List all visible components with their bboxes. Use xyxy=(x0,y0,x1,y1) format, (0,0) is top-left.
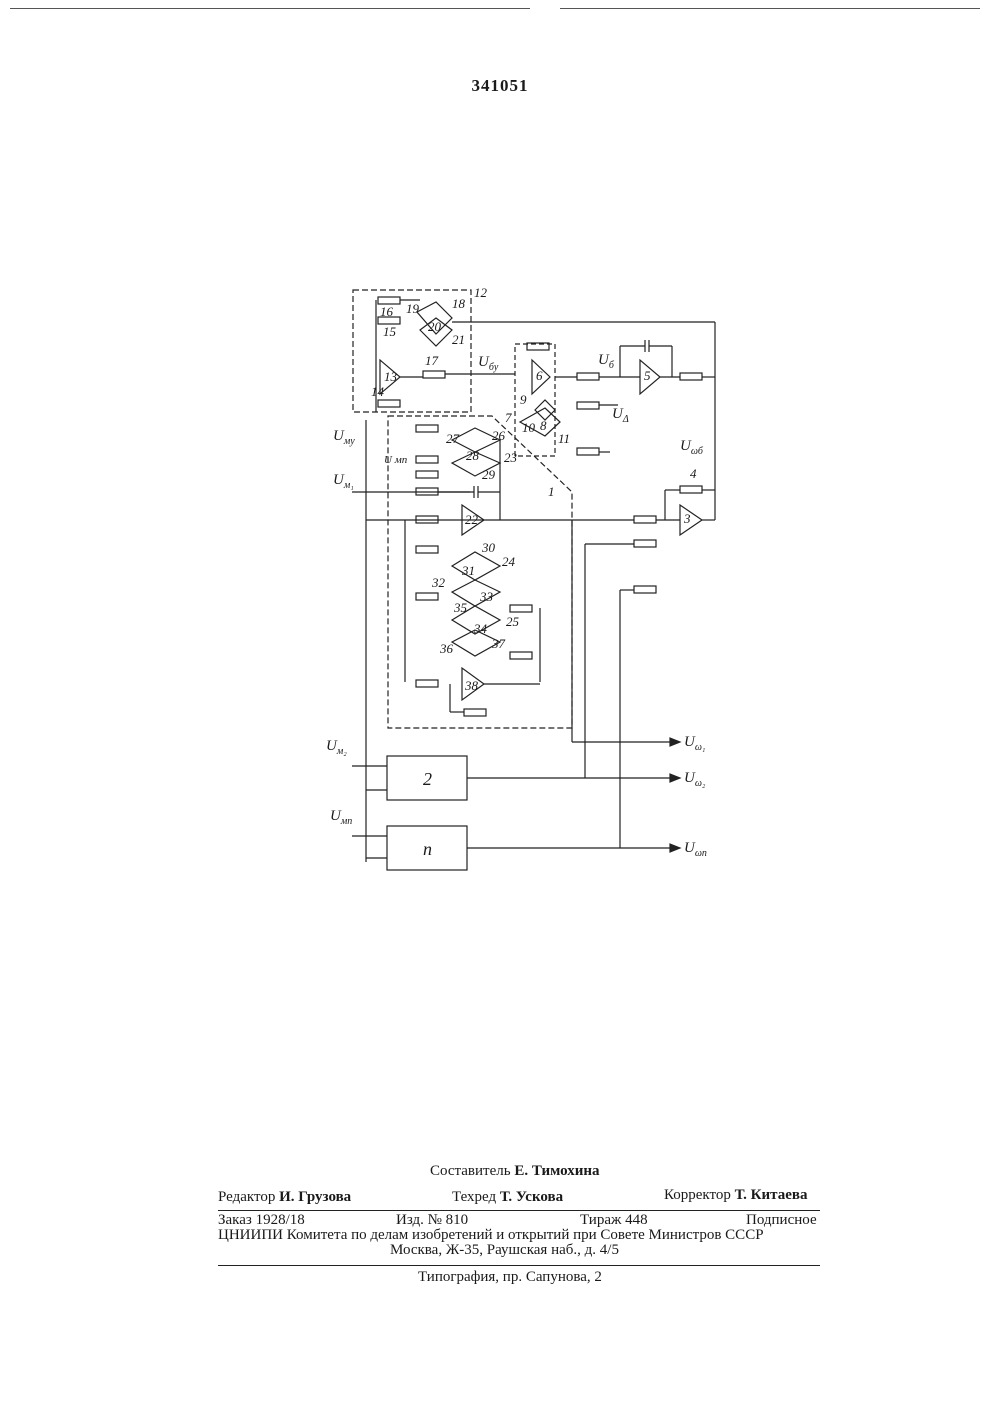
label-33: 33 xyxy=(479,589,494,604)
label-8: 8 xyxy=(540,418,547,433)
signal-u-w1: Uω₁ xyxy=(684,734,705,753)
signal-u-delta: UΔ xyxy=(612,406,629,425)
footer-rule-bottom xyxy=(218,1265,820,1266)
label-26: 26 xyxy=(492,428,506,443)
label-31: 31 xyxy=(461,563,475,578)
label-9: 9 xyxy=(520,392,527,407)
label-13: 13 xyxy=(384,369,398,384)
label-22: 22 xyxy=(465,512,479,527)
signal-u-my: Uмy xyxy=(333,428,355,447)
signal-u-by: Uбy xyxy=(478,354,499,373)
signal-u-wb: Uωб xyxy=(680,438,704,457)
compiler-line: Составитель Е. Тимохина xyxy=(430,1163,600,1180)
label-15: 15 xyxy=(383,324,397,339)
label-36: 36 xyxy=(439,641,454,656)
label-16: 16 xyxy=(380,304,394,319)
label-19: 19 xyxy=(406,301,420,316)
techred-name: Т. Ускова xyxy=(500,1189,563,1205)
signal-u-w2: Uω₂ xyxy=(684,770,706,789)
label-21: 21 xyxy=(452,332,465,347)
compiler-name: Е. Тимохина xyxy=(514,1163,599,1179)
signal-u-m1: Uм₁ xyxy=(333,472,354,491)
label-1: 1 xyxy=(548,484,555,499)
label-10: 10 xyxy=(522,420,536,435)
editor-label: Редактор xyxy=(218,1189,275,1205)
label-12: 12 xyxy=(474,285,488,300)
label-27: 27 xyxy=(446,431,460,446)
label-25: 25 xyxy=(506,614,520,629)
label-30: 30 xyxy=(481,540,496,555)
signal-u-b: Uб xyxy=(598,352,615,371)
label-17: 17 xyxy=(425,353,439,368)
signal-u-m-internal: U мп xyxy=(384,454,408,466)
label-24: 24 xyxy=(502,554,516,569)
signal-u-m2: Uм₂ xyxy=(326,738,347,757)
label-29: 29 xyxy=(482,467,496,482)
label-n: n xyxy=(423,839,432,859)
label-7: 7 xyxy=(505,410,512,425)
label-37: 37 xyxy=(491,636,506,651)
signal-u-wn: Uωn xyxy=(684,840,707,859)
techred-label: Техред xyxy=(452,1189,496,1205)
label-6: 6 xyxy=(536,368,543,383)
label-4: 4 xyxy=(690,466,697,481)
label-14: 14 xyxy=(371,384,385,399)
techred-line: Техред Т. Ускова xyxy=(452,1189,563,1206)
address-line: Москва, Ж-35, Раушская наб., д. 4/5 xyxy=(390,1242,619,1259)
label-32: 32 xyxy=(431,575,446,590)
editor-line: Редактор И. Грузова xyxy=(218,1189,351,1206)
label-11: 11 xyxy=(558,431,570,446)
label-20: 20 xyxy=(428,319,442,334)
printing-house: Типография, пр. Сапунова, 2 xyxy=(418,1269,602,1286)
corrector-name: Т. Китаева xyxy=(735,1187,808,1203)
label-28: 28 xyxy=(466,448,480,463)
label-5: 5 xyxy=(644,368,651,383)
label-38: 38 xyxy=(464,678,479,693)
label-18: 18 xyxy=(452,296,466,311)
corrector-label: Корректор xyxy=(664,1187,731,1203)
label-2: 2 xyxy=(423,769,432,789)
compiler-label: Составитель xyxy=(430,1163,511,1179)
label-23: 23 xyxy=(504,450,518,465)
corrector-line: Корректор Т. Китаева xyxy=(664,1187,807,1204)
footer-rule-top xyxy=(218,1210,820,1211)
circuit-schematic: 12 16 19 18 20 15 21 13 17 14 6 5 9 7 10… xyxy=(0,0,1000,1000)
editor-name: И. Грузова xyxy=(279,1189,351,1205)
label-3: 3 xyxy=(683,511,691,526)
label-35: 35 xyxy=(453,600,468,615)
label-34: 34 xyxy=(473,621,488,636)
signal-u-mn: Uмn xyxy=(330,808,352,827)
